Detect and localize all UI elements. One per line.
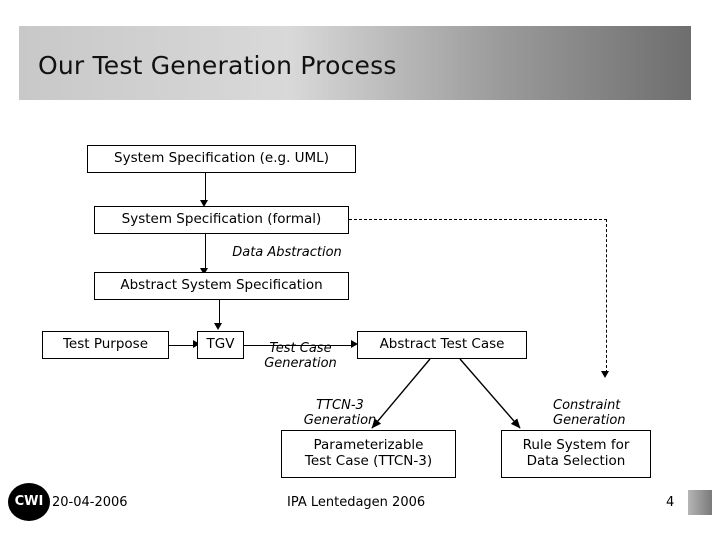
arrow-tgv-to-atc-line: [244, 345, 354, 346]
box-parameterizable-test-case-label: Parameterizable Test Case (TTCN-3): [304, 437, 433, 469]
dashed-formal-to-constraint-vertical: [606, 219, 607, 373]
box-parameterizable-test-case: Parameterizable Test Case (TTCN-3): [281, 430, 456, 478]
box-abstract-system-spec: Abstract System Specification: [94, 272, 349, 300]
footer-event: IPA Lentedagen 2006: [287, 495, 426, 510]
box-test-purpose-label: Test Purpose: [62, 336, 149, 353]
label-ttcn3-generation: TTCN-3 Generation: [303, 397, 377, 429]
box-abstract-test-case-label: Abstract Test Case: [379, 336, 505, 353]
label-constraint-generation: Constraint Generation: [553, 397, 626, 429]
dashed-formal-to-constraint-horizontal: [349, 219, 607, 220]
arrow-uml-to-formal-line: [205, 173, 206, 202]
box-system-spec-uml: System Specification (e.g. UML): [87, 145, 356, 173]
footer-right-marker: [688, 490, 712, 515]
page-title: Our Test Generation Process: [38, 51, 397, 80]
footer-page-number: 4: [666, 495, 675, 510]
box-system-spec-uml-label: System Specification (e.g. UML): [114, 150, 329, 167]
cwi-logo: CWI: [8, 483, 50, 521]
box-abstract-test-case: Abstract Test Case: [357, 331, 527, 359]
box-rule-system: Rule System for Data Selection: [501, 430, 651, 478]
arrow-purpose-to-tgv-head: [193, 340, 200, 348]
arrow-uml-to-formal-head: [200, 200, 208, 207]
footer-date: 20-04-2006: [52, 495, 128, 510]
label-test-case-generation: Test Case Generation: [264, 340, 337, 372]
box-test-purpose: Test Purpose: [42, 331, 169, 359]
arrow-formal-to-abstract-head: [200, 268, 208, 275]
label-data-abstraction: Data Abstraction: [232, 245, 342, 260]
arrow-tgv-to-atc-head: [351, 340, 358, 348]
title-banner: [19, 26, 691, 100]
cwi-logo-shape: [8, 483, 50, 521]
arrow-abstract-to-tgv-line: [219, 300, 220, 325]
box-abstract-system-spec-label: Abstract System Specification: [120, 277, 323, 294]
cwi-logo-text: CWI: [14, 494, 44, 509]
box-tgv-label: TGV: [206, 336, 235, 353]
box-system-spec-formal: System Specification (formal): [94, 206, 349, 234]
arrow-purpose-to-tgv-line: [169, 345, 195, 346]
arrow-formal-to-abstract-line: [205, 234, 206, 270]
dashed-formal-to-constraint-head: [601, 371, 609, 378]
box-tgv: TGV: [197, 331, 244, 359]
box-system-spec-formal-label: System Specification (formal): [121, 211, 322, 228]
box-rule-system-label: Rule System for Data Selection: [522, 437, 630, 469]
arrow-abstract-to-tgv-head: [214, 323, 222, 330]
